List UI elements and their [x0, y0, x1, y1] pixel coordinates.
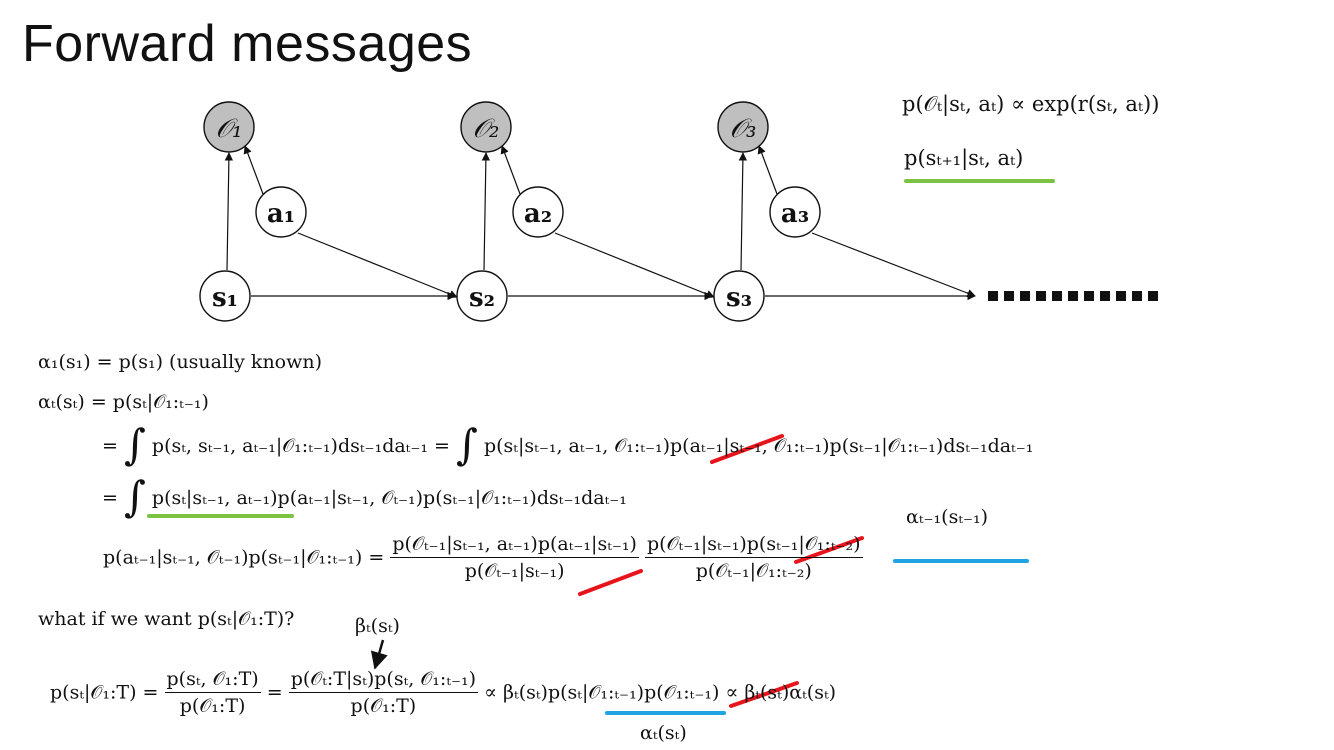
label-o1: 𝒪₁ — [216, 114, 243, 144]
label-s1: s₁ — [212, 283, 238, 313]
alphat-eq: αₜ(sₜ) = p(sₜ|𝒪₁:ₜ₋₁) — [38, 391, 209, 413]
line3: = ∫ p(sₜ, sₜ₋₁, aₜ₋₁|𝒪₁:ₜ₋₁)dsₜ₋₁daₜ₋₁ =… — [102, 424, 1034, 468]
label-a2: a₂ — [524, 199, 552, 229]
edge-s3-o3 — [738, 152, 748, 271]
line4-term: p(sₜ|sₜ₋₁, aₜ₋₁)p(aₜ₋₁|sₜ₋₁, 𝒪ₜ₋₁)p(sₜ₋₁… — [151, 487, 627, 509]
strike-line3-O — [710, 434, 784, 464]
node-s1 — [199, 270, 251, 322]
line3-term-a: p(sₜ, sₜ₋₁, aₜ₋₁|𝒪₁:ₜ₋₁)dsₜ₋₁daₜ₋₁ = — [151, 435, 450, 457]
final-num2: p(𝒪ₜ:T|sₜ)p(sₜ, 𝒪₁:ₜ₋₁) — [288, 668, 479, 693]
edge-s2-o2 — [481, 152, 491, 271]
line4: = ∫ p(sₜ|sₜ₋₁, aₜ₋₁)p(aₜ₋₁|sₜ₋₁, 𝒪ₜ₋₁)p(… — [102, 476, 627, 520]
final-equals: = — [266, 681, 283, 704]
integral-sign: ∫ — [123, 472, 146, 521]
node-a2 — [512, 186, 564, 238]
alpha1-eq: α₁(s₁) = p(s₁) (usually known) — [38, 351, 323, 373]
integral-sign: ∫ — [456, 420, 478, 469]
node-s3 — [713, 270, 765, 322]
optimality-eq: p(𝒪ₜ|sₜ, aₜ) ∝ exp(r(sₜ, aₜ)) — [902, 92, 1160, 116]
node-o1 — [203, 101, 255, 153]
bayes-frac2: p(𝒪ₜ₋₁|sₜ₋₁)p(sₜ₋₁|𝒪₁:ₜ₋₂) p(𝒪ₜ₋₁|𝒪₁:ₜ₋₂… — [645, 533, 863, 582]
bayes-num1: p(𝒪ₜ₋₁|sₜ₋₁, aₜ₋₁)p(aₜ₋₁|sₜ₋₁) — [390, 533, 639, 558]
line3-equals: = — [102, 435, 118, 457]
edge-a2-o2 — [500, 145, 521, 195]
beta-label: βₜ(sₜ) — [355, 615, 400, 637]
line4-equals: = — [102, 487, 118, 509]
final-lhs: p(sₜ|𝒪₁:T) = — [50, 681, 159, 704]
strike-final-O — [729, 681, 799, 708]
question-text: what if we want p(sₜ|𝒪₁:T)? — [38, 608, 295, 630]
bayes-line: p(aₜ₋₁|sₜ₋₁, 𝒪ₜ₋₁)p(sₜ₋₁|𝒪₁:ₜ₋₁) = p(𝒪ₜ₋… — [103, 533, 863, 582]
final-num1: p(sₜ, 𝒪₁:T) — [164, 668, 261, 693]
final-den1: p(𝒪₁:T) — [179, 695, 246, 717]
node-a3 — [769, 186, 821, 238]
continuation-dots — [988, 291, 1158, 301]
final-frac2: p(𝒪ₜ:T|sₜ)p(sₜ, 𝒪₁:ₜ₋₁) p(𝒪₁:T) — [288, 668, 479, 717]
label-s3: s₃ — [726, 283, 752, 313]
final-rhs: ∝ βₜ(sₜ)p(sₜ|𝒪₁:ₜ₋₁)p(𝒪₁:ₜ₋₁) ∝ βₜ(sₜ)αₜ… — [484, 681, 837, 704]
slide-title: Forward messages — [22, 15, 473, 73]
integral-sign: ∫ — [123, 420, 146, 469]
strike-bayes-num2 — [794, 536, 864, 564]
final-den2: p(𝒪₁:T) — [350, 695, 417, 717]
node-s2 — [456, 270, 508, 322]
edge-a1-o1 — [243, 145, 264, 195]
alpha-t-label: αₜ(sₜ) — [640, 722, 687, 744]
line3-term-b: p(sₜ|sₜ₋₁, aₜ₋₁, 𝒪₁:ₜ₋₁)p(aₜ₋₁|sₜ₋₁, 𝒪₁:… — [483, 435, 1034, 457]
label-a3: a₃ — [781, 199, 809, 229]
node-o2 — [460, 101, 512, 153]
label-a1: a₁ — [267, 199, 295, 229]
bayes-lhs: p(aₜ₋₁|sₜ₋₁, 𝒪ₜ₋₁)p(sₜ₋₁|𝒪₁:ₜ₋₁) = — [103, 546, 385, 569]
dynamics-eq: p(sₜ₊₁|sₜ, aₜ) — [904, 146, 1024, 170]
node-a1 — [255, 186, 307, 238]
edge-a1-s2 — [297, 232, 458, 299]
strike-bayes-den1 — [578, 569, 643, 596]
bayes-frac1: p(𝒪ₜ₋₁|sₜ₋₁, aₜ₋₁)p(aₜ₋₁|sₜ₋₁) p(𝒪ₜ₋₁|sₜ… — [390, 533, 639, 582]
label-o2: 𝒪₂ — [473, 114, 500, 144]
bayes-den1: p(𝒪ₜ₋₁|sₜ₋₁) — [464, 560, 565, 582]
final-frac1: p(sₜ, 𝒪₁:T) p(𝒪₁:T) — [164, 668, 261, 717]
node-o3 — [717, 101, 769, 153]
label-o3: 𝒪₃ — [730, 114, 757, 144]
bayes-num2: p(𝒪ₜ₋₁|sₜ₋₁)p(sₜ₋₁|𝒪₁:ₜ₋₂) — [645, 533, 863, 558]
edge-a3-o3 — [757, 145, 778, 195]
edge-s1-o1 — [224, 152, 234, 271]
final-line: p(sₜ|𝒪₁:T) = p(sₜ, 𝒪₁:T) p(𝒪₁:T) = p(𝒪ₜ:… — [50, 668, 836, 717]
edge-a2-s3 — [554, 232, 715, 299]
alpha-prev-label: αₜ₋₁(sₜ₋₁) — [906, 506, 989, 528]
edge-a3-next — [811, 232, 976, 298]
beta-arrow — [370, 639, 388, 670]
bayes-den2: p(𝒪ₜ₋₁|𝒪₁:ₜ₋₂) — [695, 560, 812, 582]
label-s2: s₂ — [469, 283, 495, 313]
